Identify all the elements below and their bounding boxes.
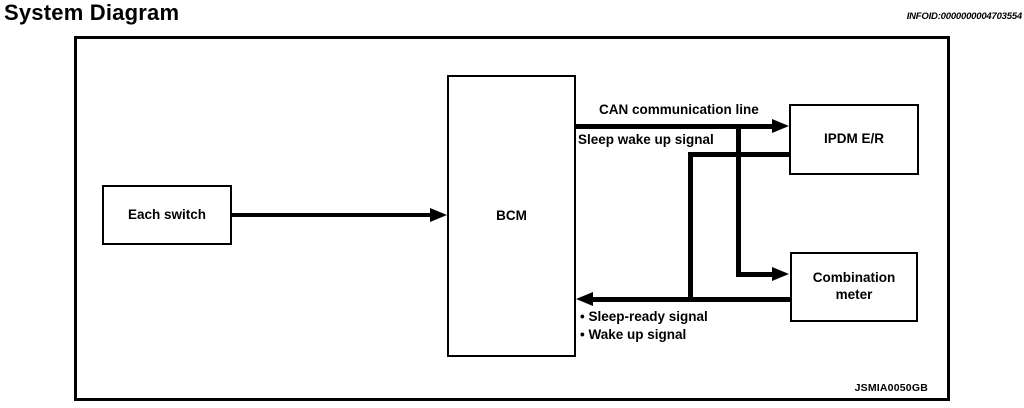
- infoid-label: INFOID:0000000004703554: [906, 11, 1022, 22]
- connector-return-vertical: [688, 152, 693, 302]
- label-sleep-ready-signal: • Sleep-ready signal: [580, 309, 708, 324]
- arrowhead-into-bcm-left-icon: [430, 208, 447, 222]
- arrowhead-into-bcm-right-icon: [576, 292, 593, 306]
- connector-can-branch-vertical: [736, 124, 741, 277]
- node-combination-meter-label: Combination meter: [812, 270, 896, 302]
- connector-can-line: [576, 124, 773, 129]
- node-each-switch-label: Each switch: [127, 206, 207, 222]
- node-each-switch: Each switch: [102, 185, 232, 245]
- connector-each-switch-to-bcm: [232, 213, 432, 217]
- label-wake-up-signal: • Wake up signal: [580, 327, 687, 342]
- node-ipdm-er-label: IPDM E/R: [823, 131, 884, 147]
- node-combination-meter: Combination meter: [790, 252, 918, 322]
- node-bcm-label: BCM: [496, 207, 527, 223]
- node-ipdm-er: IPDM E/R: [789, 104, 919, 175]
- page-title: System Diagram: [4, 0, 180, 25]
- label-can-communication-line: CAN communication line: [599, 102, 759, 117]
- connector-ipdm-return-horizontal: [688, 152, 789, 157]
- arrowhead-into-combination-meter-icon: [772, 267, 789, 281]
- label-sleep-wake-up-signal: Sleep wake up signal: [578, 132, 714, 147]
- connector-return-to-bcm: [591, 297, 790, 302]
- arrowhead-into-ipdm-icon: [772, 119, 789, 133]
- node-bcm: BCM: [447, 75, 576, 357]
- connector-can-branch-horizontal: [736, 272, 773, 277]
- figure-code: JSMIA0050GB: [854, 382, 928, 394]
